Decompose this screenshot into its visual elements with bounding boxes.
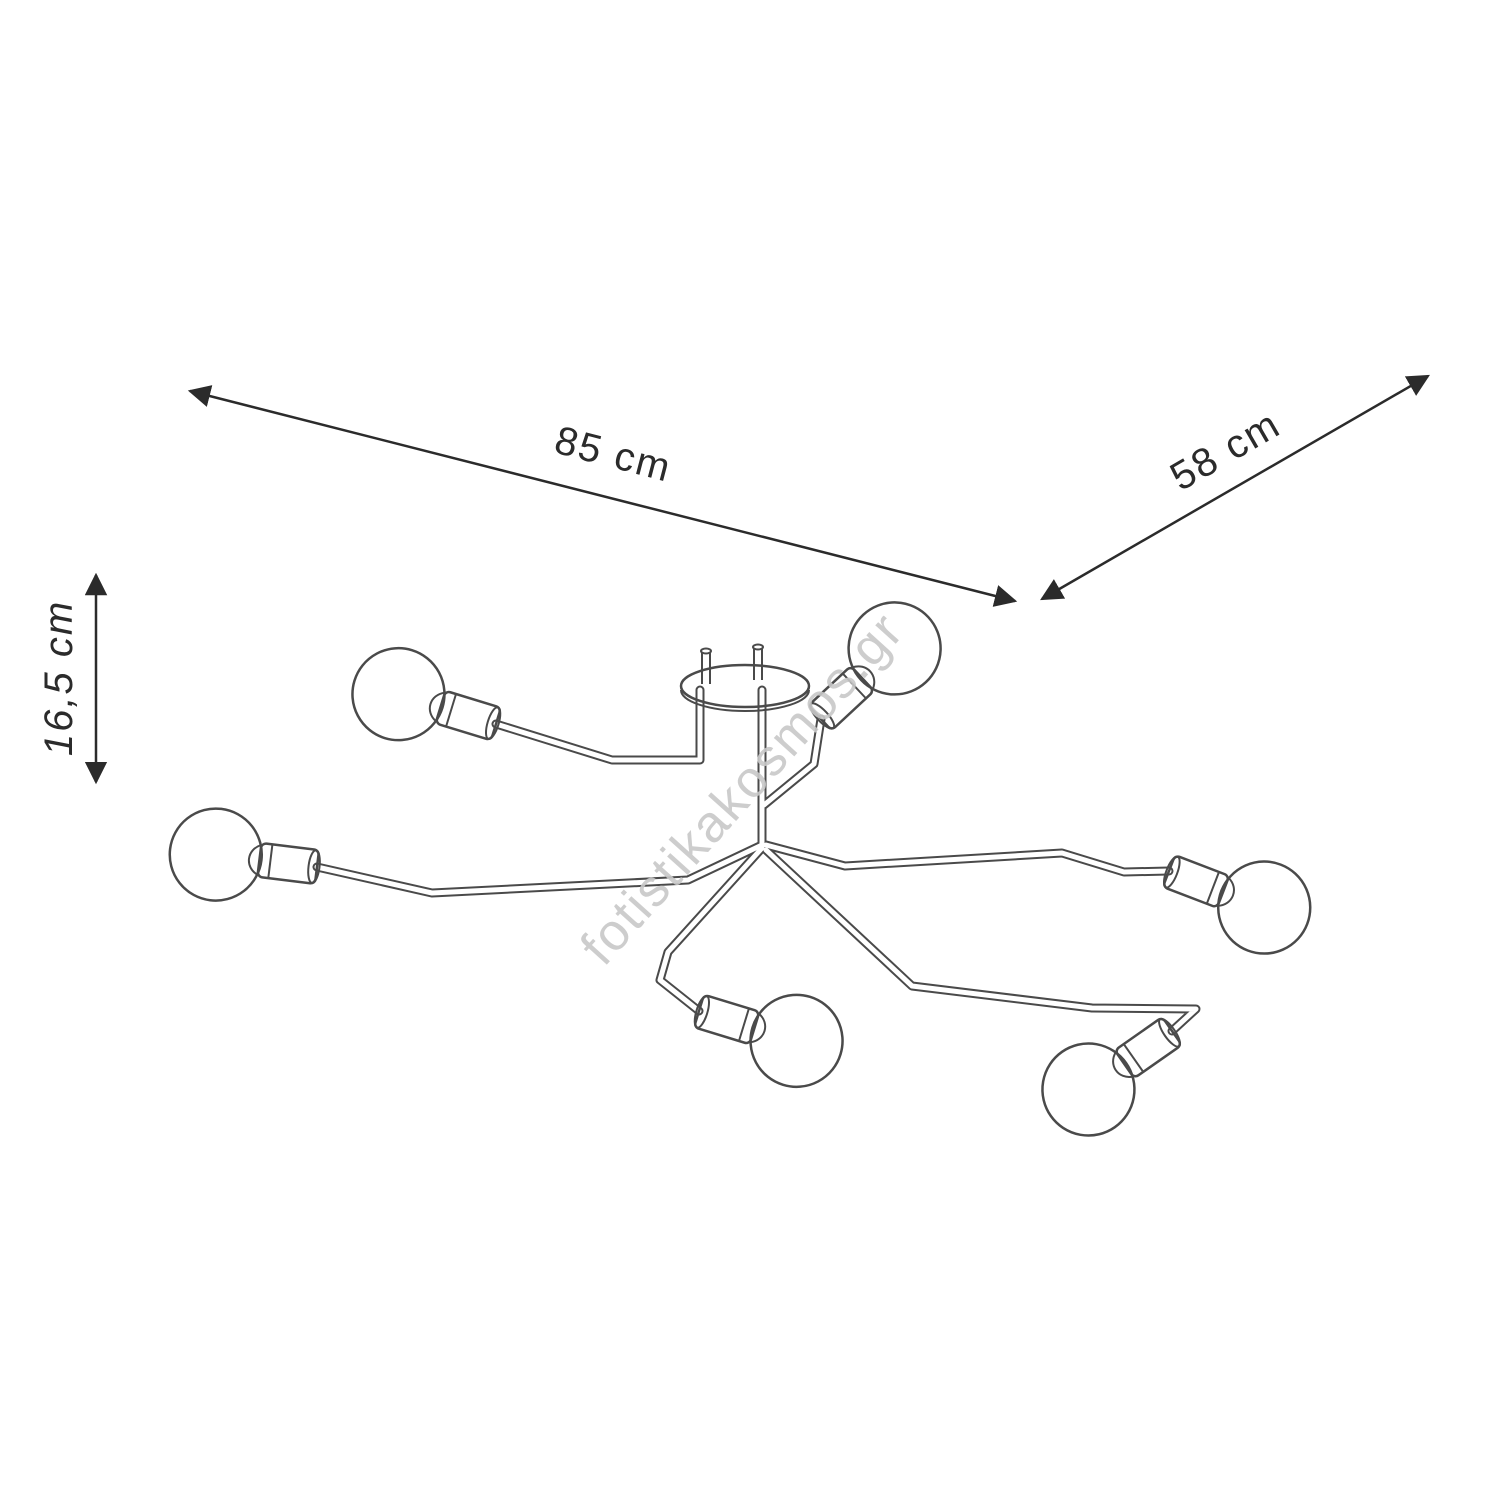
bulb-upper-left xyxy=(351,646,502,742)
height-dimension: 16,5 cm xyxy=(37,572,108,785)
ceiling-canopy xyxy=(679,643,811,712)
lamp-arms xyxy=(312,685,1201,1036)
width-dimension-label: 85 cm xyxy=(550,418,676,491)
bulb-bottom-right xyxy=(1041,1017,1182,1137)
depth-dimension: 58 cm xyxy=(1040,374,1430,601)
bulb-top-right xyxy=(809,601,942,730)
lamp-heads xyxy=(168,601,1312,1137)
width-dimension: 85 cm xyxy=(187,385,1018,607)
watermark-text: fotistikakosmos.gr xyxy=(570,601,916,976)
bulb-left xyxy=(168,807,321,902)
bulb-bottom-center xyxy=(693,993,844,1089)
bulb-right xyxy=(1162,855,1312,955)
depth-dimension-arrow xyxy=(1040,374,1430,601)
width-dimension-arrow xyxy=(187,385,1018,607)
height-dimension-label: 16,5 cm xyxy=(37,600,81,756)
lamp-drawing xyxy=(168,601,1312,1137)
depth-dimension-label: 58 cm xyxy=(1163,402,1288,500)
